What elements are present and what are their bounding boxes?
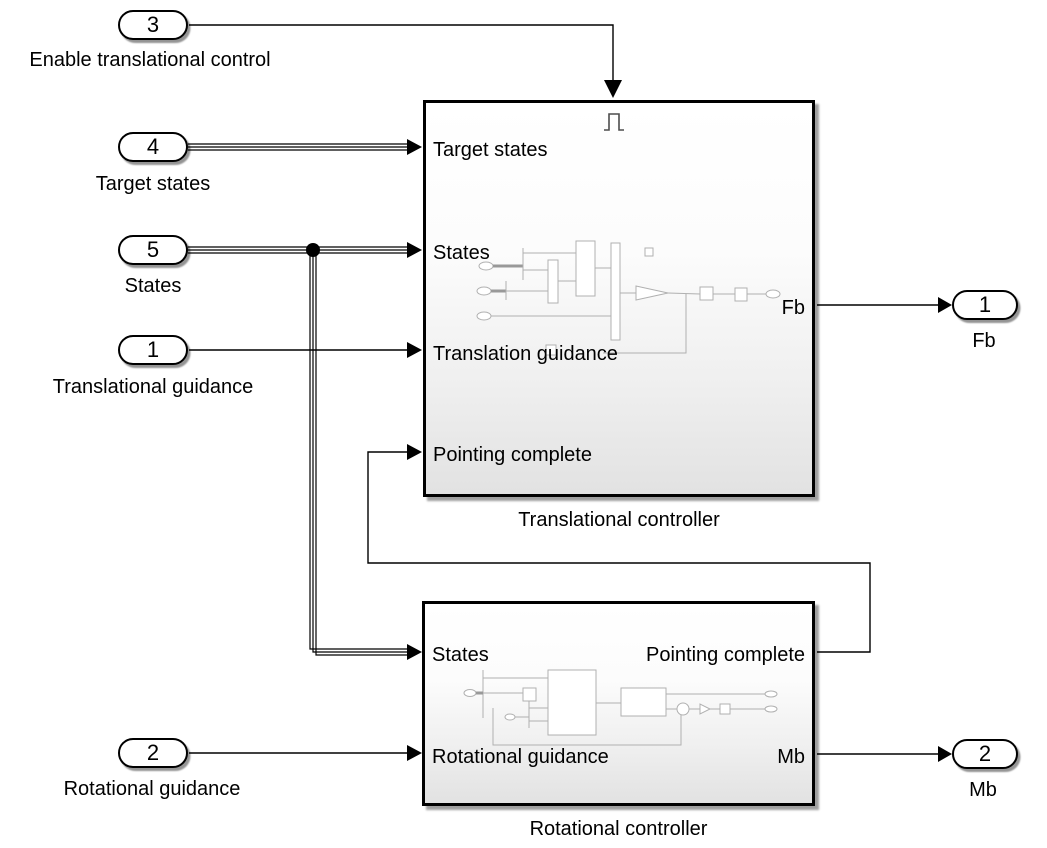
arrowhead-right bbox=[938, 297, 952, 313]
wire-rotational-guidance[interactable] bbox=[189, 745, 422, 761]
arrowhead-right bbox=[407, 644, 422, 660]
inport-label-rotational-guidance: Rotational guidance bbox=[63, 778, 241, 800]
inport-target-states[interactable]: 4 bbox=[118, 132, 188, 162]
wire-translational-guidance[interactable] bbox=[189, 342, 422, 358]
block-port-label-rotational-guidance: Rotational guidance bbox=[432, 746, 609, 768]
inport-rotational-guidance[interactable]: 2 bbox=[118, 738, 188, 768]
arrowhead-right bbox=[407, 242, 422, 258]
outport-number: 1 bbox=[978, 292, 992, 317]
wire-target-states-bus[interactable] bbox=[188, 139, 422, 155]
inport-enable-translational-control[interactable]: 3 bbox=[118, 10, 188, 40]
block-port-label-states: States bbox=[433, 242, 490, 264]
outport-number: 2 bbox=[978, 741, 992, 766]
subsystem-rotational-controller[interactable]: States Pointing complete Rotational guid… bbox=[422, 601, 815, 806]
arrowhead-right bbox=[938, 746, 952, 762]
inport-states[interactable]: 5 bbox=[118, 235, 188, 265]
block-port-label-mb: Mb bbox=[777, 746, 805, 768]
translational-controller-thumbnail bbox=[476, 240, 781, 356]
inport-label-translational-guidance: Translational guidance bbox=[52, 376, 254, 398]
rotational-controller-thumbnail bbox=[463, 669, 778, 746]
inport-label-states: States bbox=[124, 275, 182, 297]
block-port-label-translation-guidance: Translation guidance bbox=[433, 343, 618, 365]
block-port-label-pointing-complete-out: Pointing complete bbox=[646, 644, 805, 666]
inport-number: 4 bbox=[146, 134, 160, 159]
wire-mb[interactable] bbox=[817, 746, 952, 762]
arrowhead-right bbox=[407, 139, 422, 155]
block-caption-rotational-controller: Rotational controller bbox=[529, 818, 708, 840]
arrowhead-down bbox=[604, 80, 622, 98]
arrowhead-right bbox=[407, 444, 422, 460]
wire-states-branch-bus[interactable] bbox=[309, 253, 422, 660]
outport-mb[interactable]: 2 bbox=[952, 739, 1018, 769]
inport-number: 1 bbox=[146, 337, 160, 362]
arrowhead-right bbox=[407, 342, 422, 358]
states-branch-junction[interactable] bbox=[306, 243, 320, 257]
inport-number: 3 bbox=[146, 12, 160, 37]
block-port-label-pointing-complete-in: Pointing complete bbox=[433, 444, 592, 466]
pulse-enable-icon bbox=[604, 113, 624, 131]
wire-enable-translational-control[interactable] bbox=[189, 24, 622, 98]
block-caption-translational-controller: Translational controller bbox=[518, 509, 720, 531]
wire-fb[interactable] bbox=[817, 297, 952, 313]
outport-label-fb: Fb bbox=[972, 330, 996, 352]
block-port-label-states: States bbox=[432, 644, 489, 666]
inport-translational-guidance[interactable]: 1 bbox=[118, 335, 188, 365]
inport-number: 5 bbox=[146, 237, 160, 262]
wire-pointing-complete-feedback[interactable] bbox=[367, 444, 871, 653]
block-port-label-target-states: Target states bbox=[433, 139, 548, 161]
arrowhead-right bbox=[407, 745, 422, 761]
inport-label-enable-translational-control: Enable translational control bbox=[29, 49, 271, 71]
wire-states-bus[interactable] bbox=[188, 242, 422, 258]
inport-number: 2 bbox=[146, 740, 160, 765]
outport-fb[interactable]: 1 bbox=[952, 290, 1018, 320]
block-port-label-fb: Fb bbox=[781, 297, 805, 319]
subsystem-translational-controller[interactable]: Target states States Translation guidanc… bbox=[423, 100, 815, 497]
outport-label-mb: Mb bbox=[969, 779, 997, 801]
inport-label-target-states: Target states bbox=[95, 173, 211, 195]
